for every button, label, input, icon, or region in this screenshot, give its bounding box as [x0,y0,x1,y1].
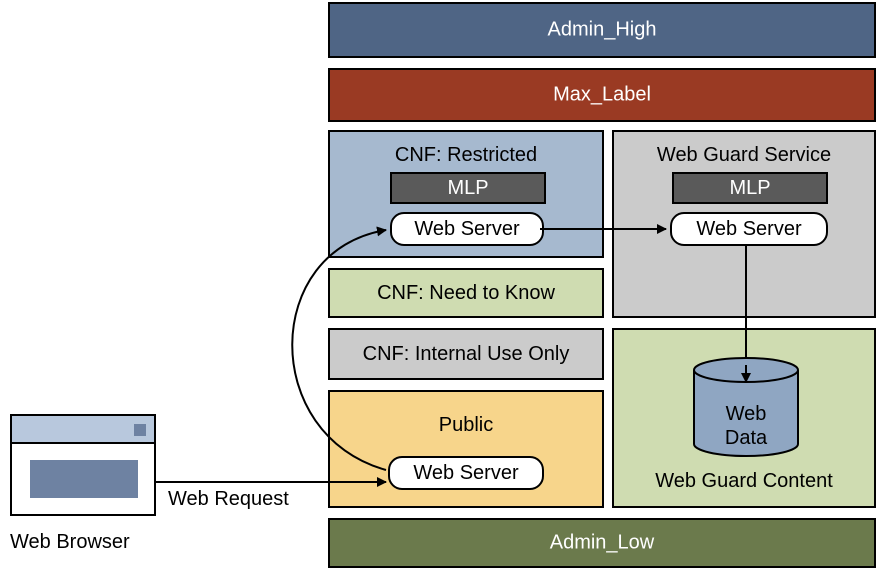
admin-low-band: Admin_Low [328,518,876,568]
web-data-database-icon: Web Data [693,357,799,457]
zone-need-to-know: CNF: Need to Know [328,268,604,318]
restricted-mlp: MLP [390,172,546,204]
web-guard-web-server: Web Server [670,212,828,246]
zone-web-guard-service-title: Web Guard Service [656,144,832,166]
web-browser-label: Web Browser [10,531,130,553]
admin-high-band: Admin_High [328,2,876,58]
max-label-band: Max_Label [328,68,876,122]
web-browser-window [10,414,156,516]
web-request-label: Web Request [168,488,289,510]
zone-public: Public Web Server [328,390,604,508]
max-label-label: Max_Label [553,83,651,106]
zone-internal-use-only-title: CNF: Internal Use Only [362,343,570,365]
admin-low-label: Admin_Low [549,531,655,554]
browser-title-bar [12,416,154,444]
zone-public-title: Public [438,414,494,436]
web-guard-mlp: MLP [672,172,828,204]
database-label-line1: Web [726,403,767,425]
browser-maximize-icon [134,424,146,436]
zone-web-guard-content-title: Web Guard Content [655,470,833,492]
zone-need-to-know-title: CNF: Need to Know [377,282,555,304]
zone-internal-use-only: CNF: Internal Use Only [328,328,604,380]
zone-restricted-title: CNF: Restricted [394,144,538,166]
database-label-line2: Data [725,427,768,449]
browser-content-pane [30,460,138,498]
restricted-web-server: Web Server [390,212,544,246]
public-web-server: Web Server [388,456,544,490]
public-to-restricted-arrow [291,226,387,471]
admin-high-label: Admin_High [547,18,657,41]
zone-restricted: CNF: Restricted MLP Web Server [328,130,604,258]
zone-web-guard-service: Web Guard Service MLP Web Server [612,130,876,318]
